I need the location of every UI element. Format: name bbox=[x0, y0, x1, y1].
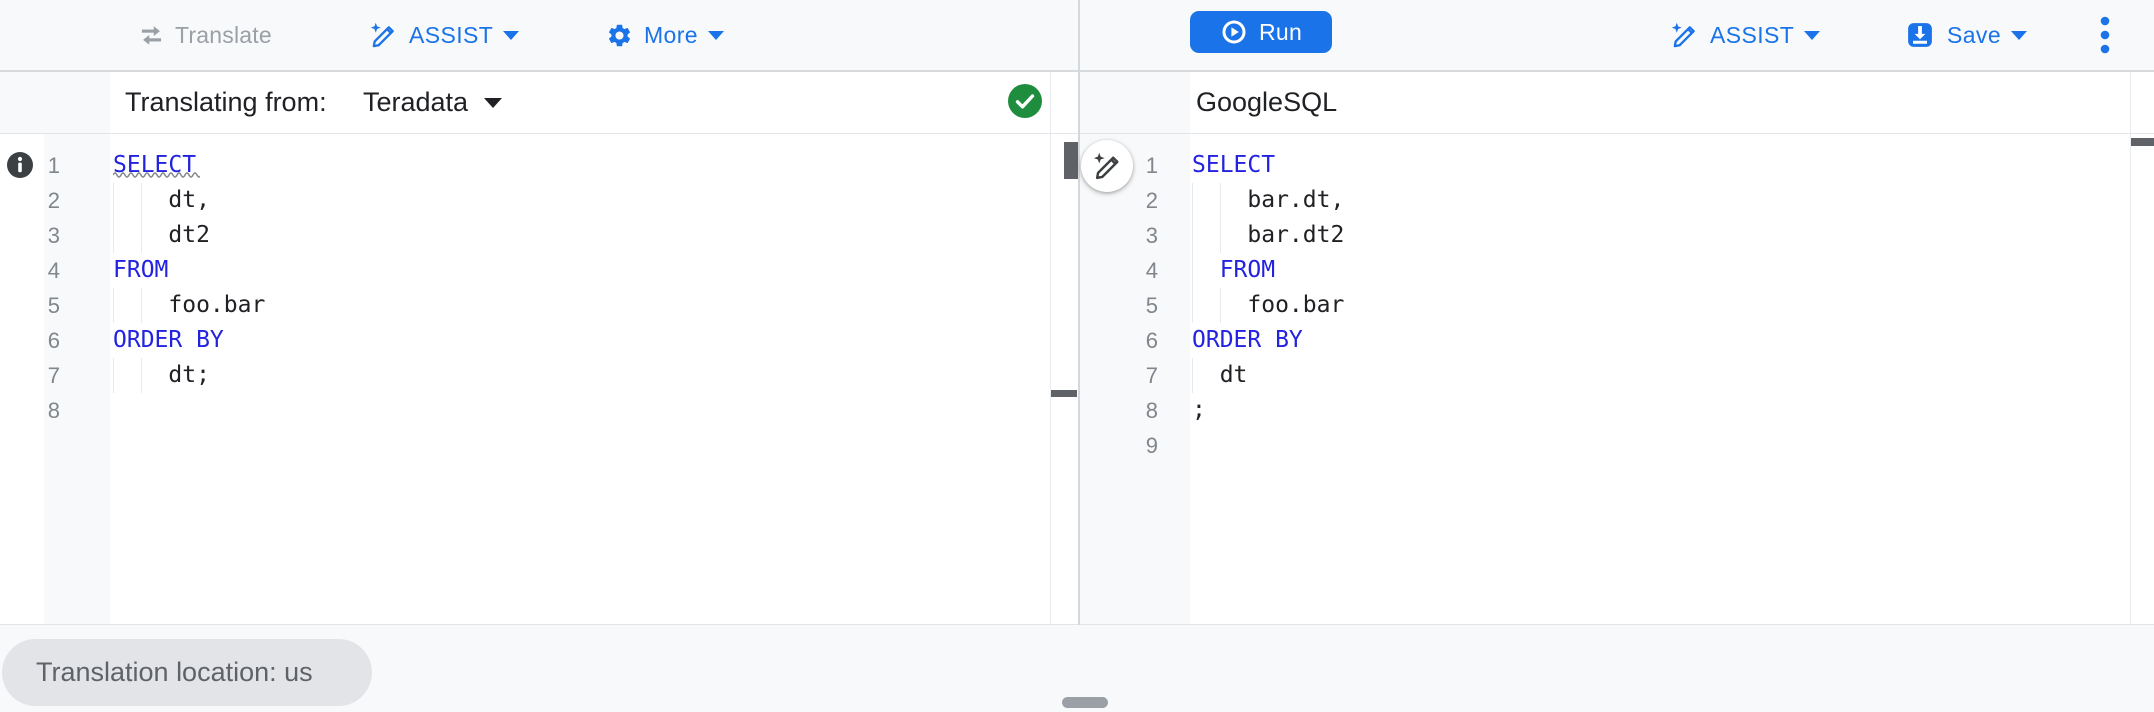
run-button[interactable]: Run bbox=[1190, 11, 1332, 53]
save-dropdown[interactable]: Save bbox=[1905, 0, 2028, 70]
chevron-down-icon bbox=[484, 97, 503, 108]
source-editor[interactable] bbox=[0, 134, 1078, 624]
gear-icon bbox=[606, 22, 633, 49]
chevron-down-icon bbox=[2011, 30, 2028, 40]
left-header bbox=[110, 72, 1050, 133]
result-line-gutter bbox=[1080, 134, 1190, 624]
source-dialect-value: Teradata bbox=[363, 87, 469, 117]
save-label: Save bbox=[1947, 21, 2002, 48]
bottom-panel-drag-handle[interactable] bbox=[1062, 697, 1108, 708]
translate-button[interactable]: Translate bbox=[138, 0, 272, 70]
right-scrollbar-track-line bbox=[2130, 72, 2131, 625]
play-circle-icon bbox=[1220, 18, 1248, 46]
kebab-menu-button[interactable] bbox=[2096, 0, 2114, 70]
target-dialect-label: GoogleSQL bbox=[1196, 87, 1338, 117]
assist-wand-button[interactable] bbox=[1081, 140, 1133, 192]
right-editor-bottom-border bbox=[1080, 624, 2154, 625]
top-toolbar bbox=[0, 0, 2154, 70]
translating-from-label: Translating from: bbox=[125, 87, 327, 117]
chevron-down-icon bbox=[1804, 30, 1821, 40]
translation-location-text: Translation location: us bbox=[36, 657, 313, 687]
pen-spark-icon bbox=[1670, 21, 1699, 50]
left-header-border bbox=[0, 133, 1078, 134]
result-editor[interactable] bbox=[1080, 134, 2154, 624]
source-line-gutter bbox=[44, 134, 110, 624]
chevron-down-icon bbox=[503, 30, 520, 40]
right-header bbox=[1190, 72, 2154, 133]
right-header-gutter bbox=[1080, 72, 1190, 133]
more-dropdown[interactable]: More bbox=[606, 0, 725, 70]
swap-arrows-icon bbox=[138, 22, 165, 49]
chevron-down-icon bbox=[708, 30, 725, 40]
translation-valid-check-icon bbox=[1007, 83, 1043, 119]
left-header-gutter bbox=[0, 72, 110, 133]
save-icon bbox=[1905, 20, 1935, 50]
assist-label: ASSIST bbox=[1710, 21, 1795, 48]
run-label: Run bbox=[1258, 18, 1303, 45]
panel-divider[interactable] bbox=[1078, 0, 1080, 625]
translate-label: Translate bbox=[175, 21, 272, 48]
left-scrollbar-track-line bbox=[1050, 72, 1051, 625]
left-scroll-column-header bbox=[1051, 72, 1078, 133]
left-scrollbar-dash[interactable] bbox=[1051, 390, 1077, 397]
more-label: More bbox=[644, 21, 699, 48]
left-editor-bottom-border bbox=[0, 624, 1078, 625]
left-vertical-scrollbar-thumb[interactable] bbox=[1064, 142, 1078, 179]
assist-label: ASSIST bbox=[409, 21, 494, 48]
assist-dropdown-right[interactable]: ASSIST bbox=[1670, 0, 1821, 70]
kebab-icon bbox=[2096, 15, 2114, 55]
right-header-border bbox=[1080, 133, 2154, 134]
toolbar-divider bbox=[0, 70, 2154, 72]
pen-spark-icon bbox=[369, 21, 398, 50]
info-icon[interactable] bbox=[6, 151, 34, 179]
assist-dropdown-left[interactable]: ASSIST bbox=[369, 0, 520, 70]
source-dialect-dropdown[interactable]: Teradata bbox=[355, 80, 503, 125]
right-scrollbar-dash[interactable] bbox=[2131, 138, 2154, 146]
translation-location-chip: Translation location: us bbox=[2, 639, 372, 706]
pen-spark-icon bbox=[1092, 151, 1123, 182]
